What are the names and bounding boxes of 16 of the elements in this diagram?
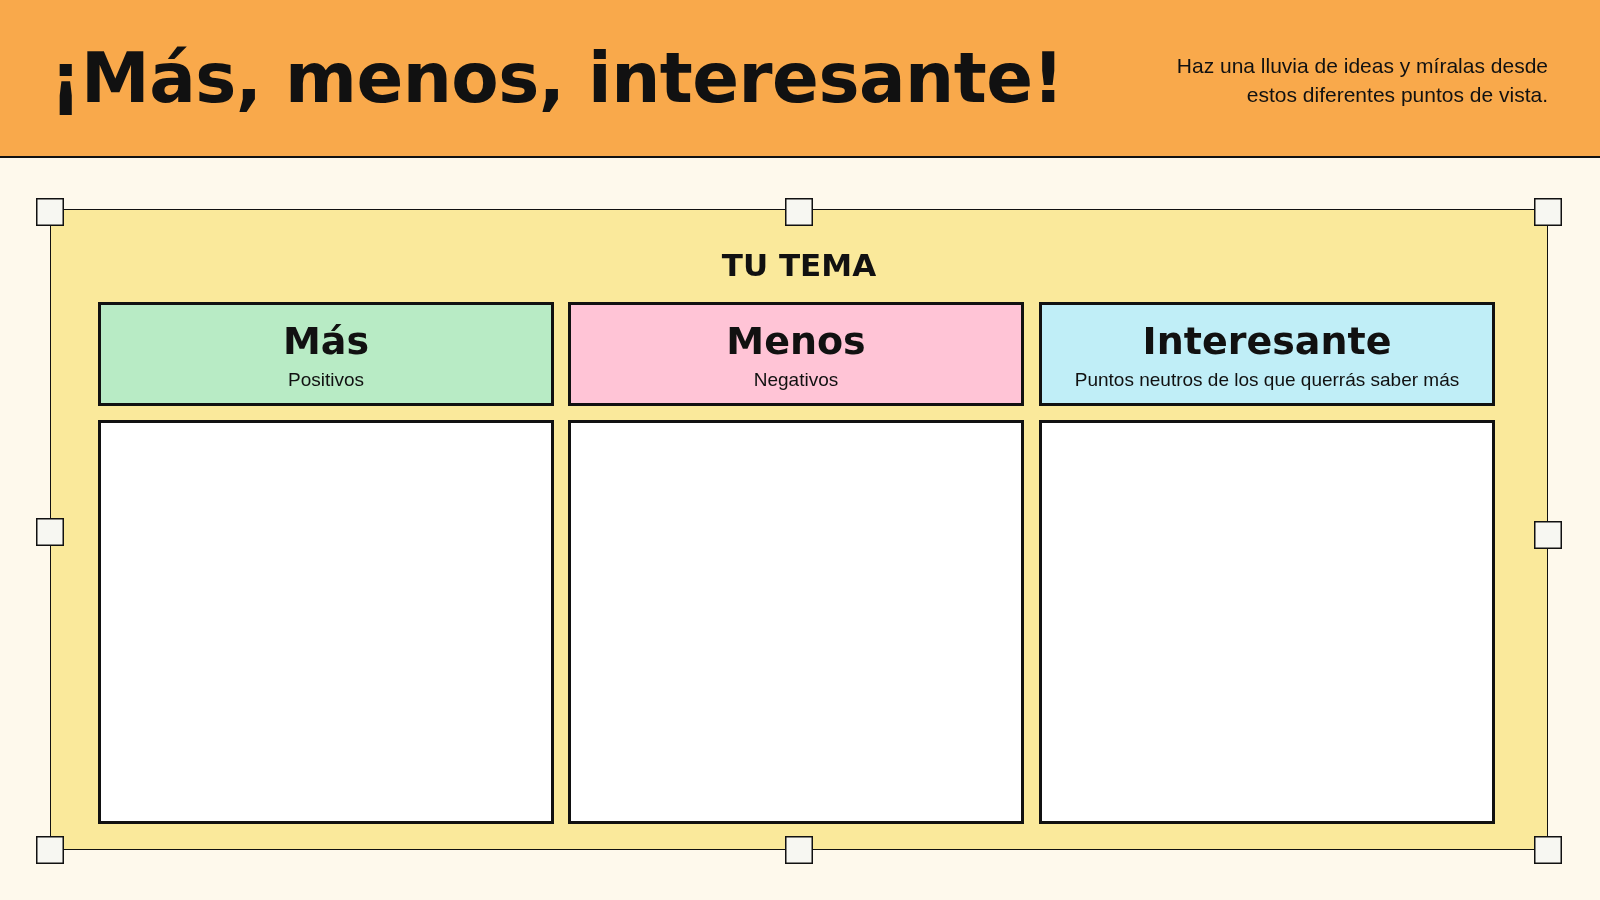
column-subtitle: Positivos (288, 368, 364, 392)
answer-box (568, 420, 1024, 824)
column-title: Menos (726, 321, 866, 363)
column-subtitle: Negativos (753, 368, 839, 392)
subtitle: Haz una lluvia de ideas y míralas desde estos diferentes puntos de vista. (1175, 53, 1548, 108)
column-header (98, 302, 554, 406)
topic-frame (50, 209, 1548, 850)
column-title: Más (282, 321, 370, 363)
answer-box (98, 420, 554, 824)
answer-box (1039, 420, 1495, 824)
frame-heading: TU TEMA (721, 248, 877, 283)
column-title: Interesante (1142, 321, 1392, 363)
column-subtitle: Puntos neutros de los que querrás saber más (1074, 368, 1460, 392)
column-header (1039, 302, 1495, 406)
column-header (568, 302, 1024, 406)
page-title: ¡Más, menos, interesante! (50, 41, 1064, 117)
